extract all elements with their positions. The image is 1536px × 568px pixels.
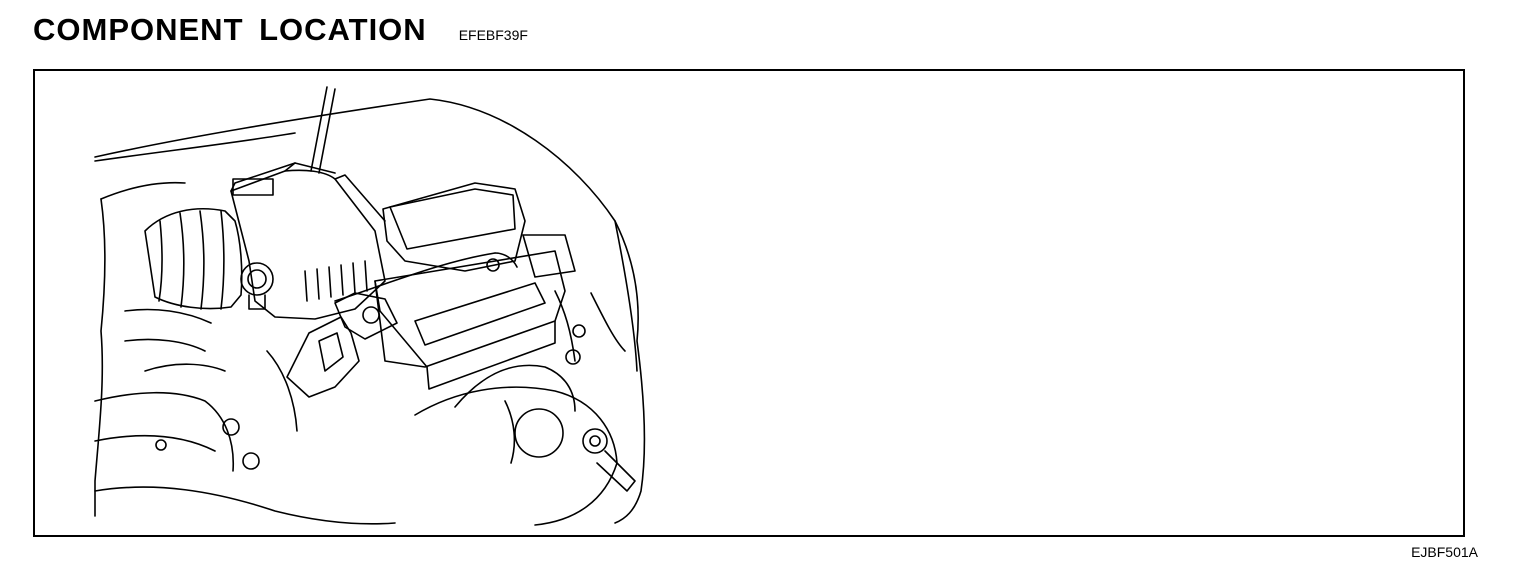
figure-code: EJBF501A — [1411, 544, 1478, 560]
page-header: COMPONENT LOCATION EFEBF39F — [33, 12, 528, 52]
figure-frame — [33, 69, 1465, 537]
engine-bay-line-drawing-icon — [94, 86, 646, 526]
document-code: EFEBF39F — [458, 27, 528, 43]
page-title: COMPONENT LOCATION — [33, 12, 427, 47]
